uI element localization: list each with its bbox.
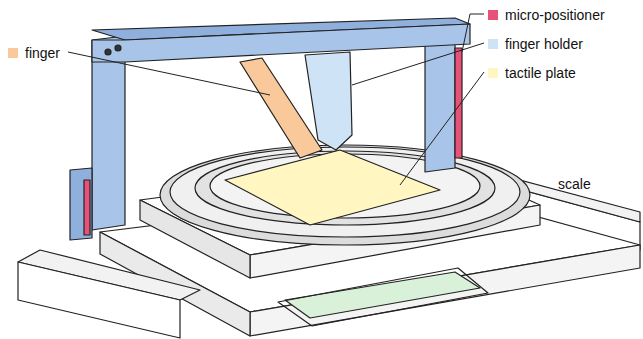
legend-swatch (8, 48, 18, 58)
legend-item: tactile plate (488, 65, 577, 81)
legend-text: tactile plate (504, 65, 577, 81)
legend-item: micro-positioner (488, 7, 606, 23)
legend-swatch (488, 68, 498, 78)
legend-text: micro-positioner (504, 7, 606, 23)
part-label: scale (558, 176, 591, 192)
legend-text: finger holder (504, 36, 584, 52)
legend-item: finger holder (488, 36, 584, 52)
legend-item: finger (8, 45, 61, 61)
legend-text: finger (24, 45, 61, 61)
legend-swatch (488, 39, 498, 49)
legend-swatch (488, 10, 498, 20)
